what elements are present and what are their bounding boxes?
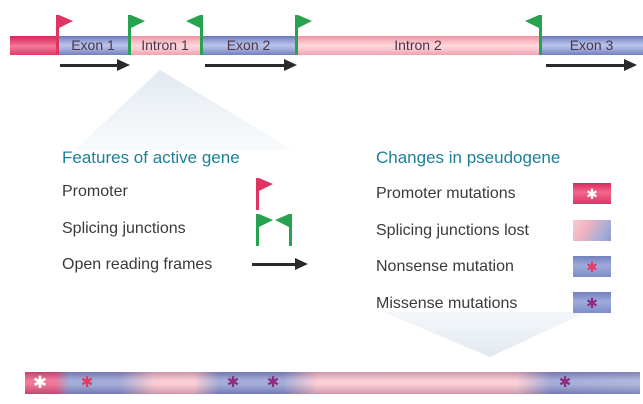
missense-mutation-star-icon: ✱ [226,374,240,391]
callout-triangle-down [383,312,587,357]
splice-flag-icon [295,15,312,55]
flag-pennant [131,15,145,28]
white-star-icon: ✱ [586,185,598,202]
intron1-segment: Intron 1 [129,36,201,55]
legend-red-flag-icon [256,178,273,210]
legend-item-missense-mutations: Missense mutations [376,295,518,312]
intron2-label: Intron 2 [394,37,442,53]
promoter-mutation-swatch: ✱ [573,183,611,204]
exon1-label: Exon 1 [71,37,115,53]
missense-mutation-star-icon: ✱ [558,374,572,391]
legend-green-flag-left-icon [275,214,292,246]
flag-pennant [275,214,289,227]
missense-mutation-star-icon: ✱ [266,374,280,391]
purple-star-icon: ✱ [586,294,598,311]
promoter-flag-icon [56,15,73,55]
legend-item-promoter: Promoter [62,183,128,200]
flag-pennant [259,214,273,227]
flag-pennant [259,178,273,191]
callout-triangle-up [75,70,293,150]
splice-flag-icon [525,15,542,55]
promoter-mutation-star-icon: ✱ [32,373,48,392]
splicing-lost-swatch [573,220,611,241]
legend-item-splicing-junctions-lost: Splicing junctions lost [376,222,529,239]
promoter-segment [10,36,57,55]
orf-arrow-icon [60,59,130,71]
legend-item-splicing-junctions: Splicing junctions [62,220,186,237]
nonsense-mutation-star-icon: ✱ [80,374,94,391]
exon2-segment: Exon 2 [201,36,296,55]
splice-flag-icon [186,15,203,55]
splice-flag-icon [128,15,145,55]
crimson-star-icon: ✱ [586,258,598,275]
intron2-segment: Intron 2 [296,36,540,55]
orf-arrow-icon [546,59,637,71]
legend-orf-arrow-icon [252,258,308,270]
legend-item-nonsense-mutation: Nonsense mutation [376,258,514,275]
legend-item-promoter-mutations: Promoter mutations [376,185,516,202]
legend-item-open-reading-frames: Open reading frames [62,256,213,273]
exon3-segment: Exon 3 [540,36,643,55]
exon3-label: Exon 3 [569,37,614,53]
flag-pennant [186,15,200,28]
nonsense-mutation-swatch: ✱ [573,256,611,277]
flag-pennant [525,15,539,28]
exon2-label: Exon 2 [226,37,271,53]
orf-arrow-icon [205,59,297,71]
flag-pennant [59,15,73,28]
flag-pennant [298,15,312,28]
exon1-segment: Exon 1 [57,36,129,55]
legend-pseudo-title: Changes in pseudogene [376,148,561,167]
legend-green-flag-right-icon [256,214,273,246]
gene-bar: Exon 1 Intron 1 Exon 2 Intron 2 Exon 3 [10,36,643,55]
legend-active-title: Features of active gene [62,148,240,167]
intron1-label: Intron 1 [141,37,189,53]
pseudogene-bar [25,372,640,394]
missense-mutation-swatch: ✱ [573,292,611,313]
